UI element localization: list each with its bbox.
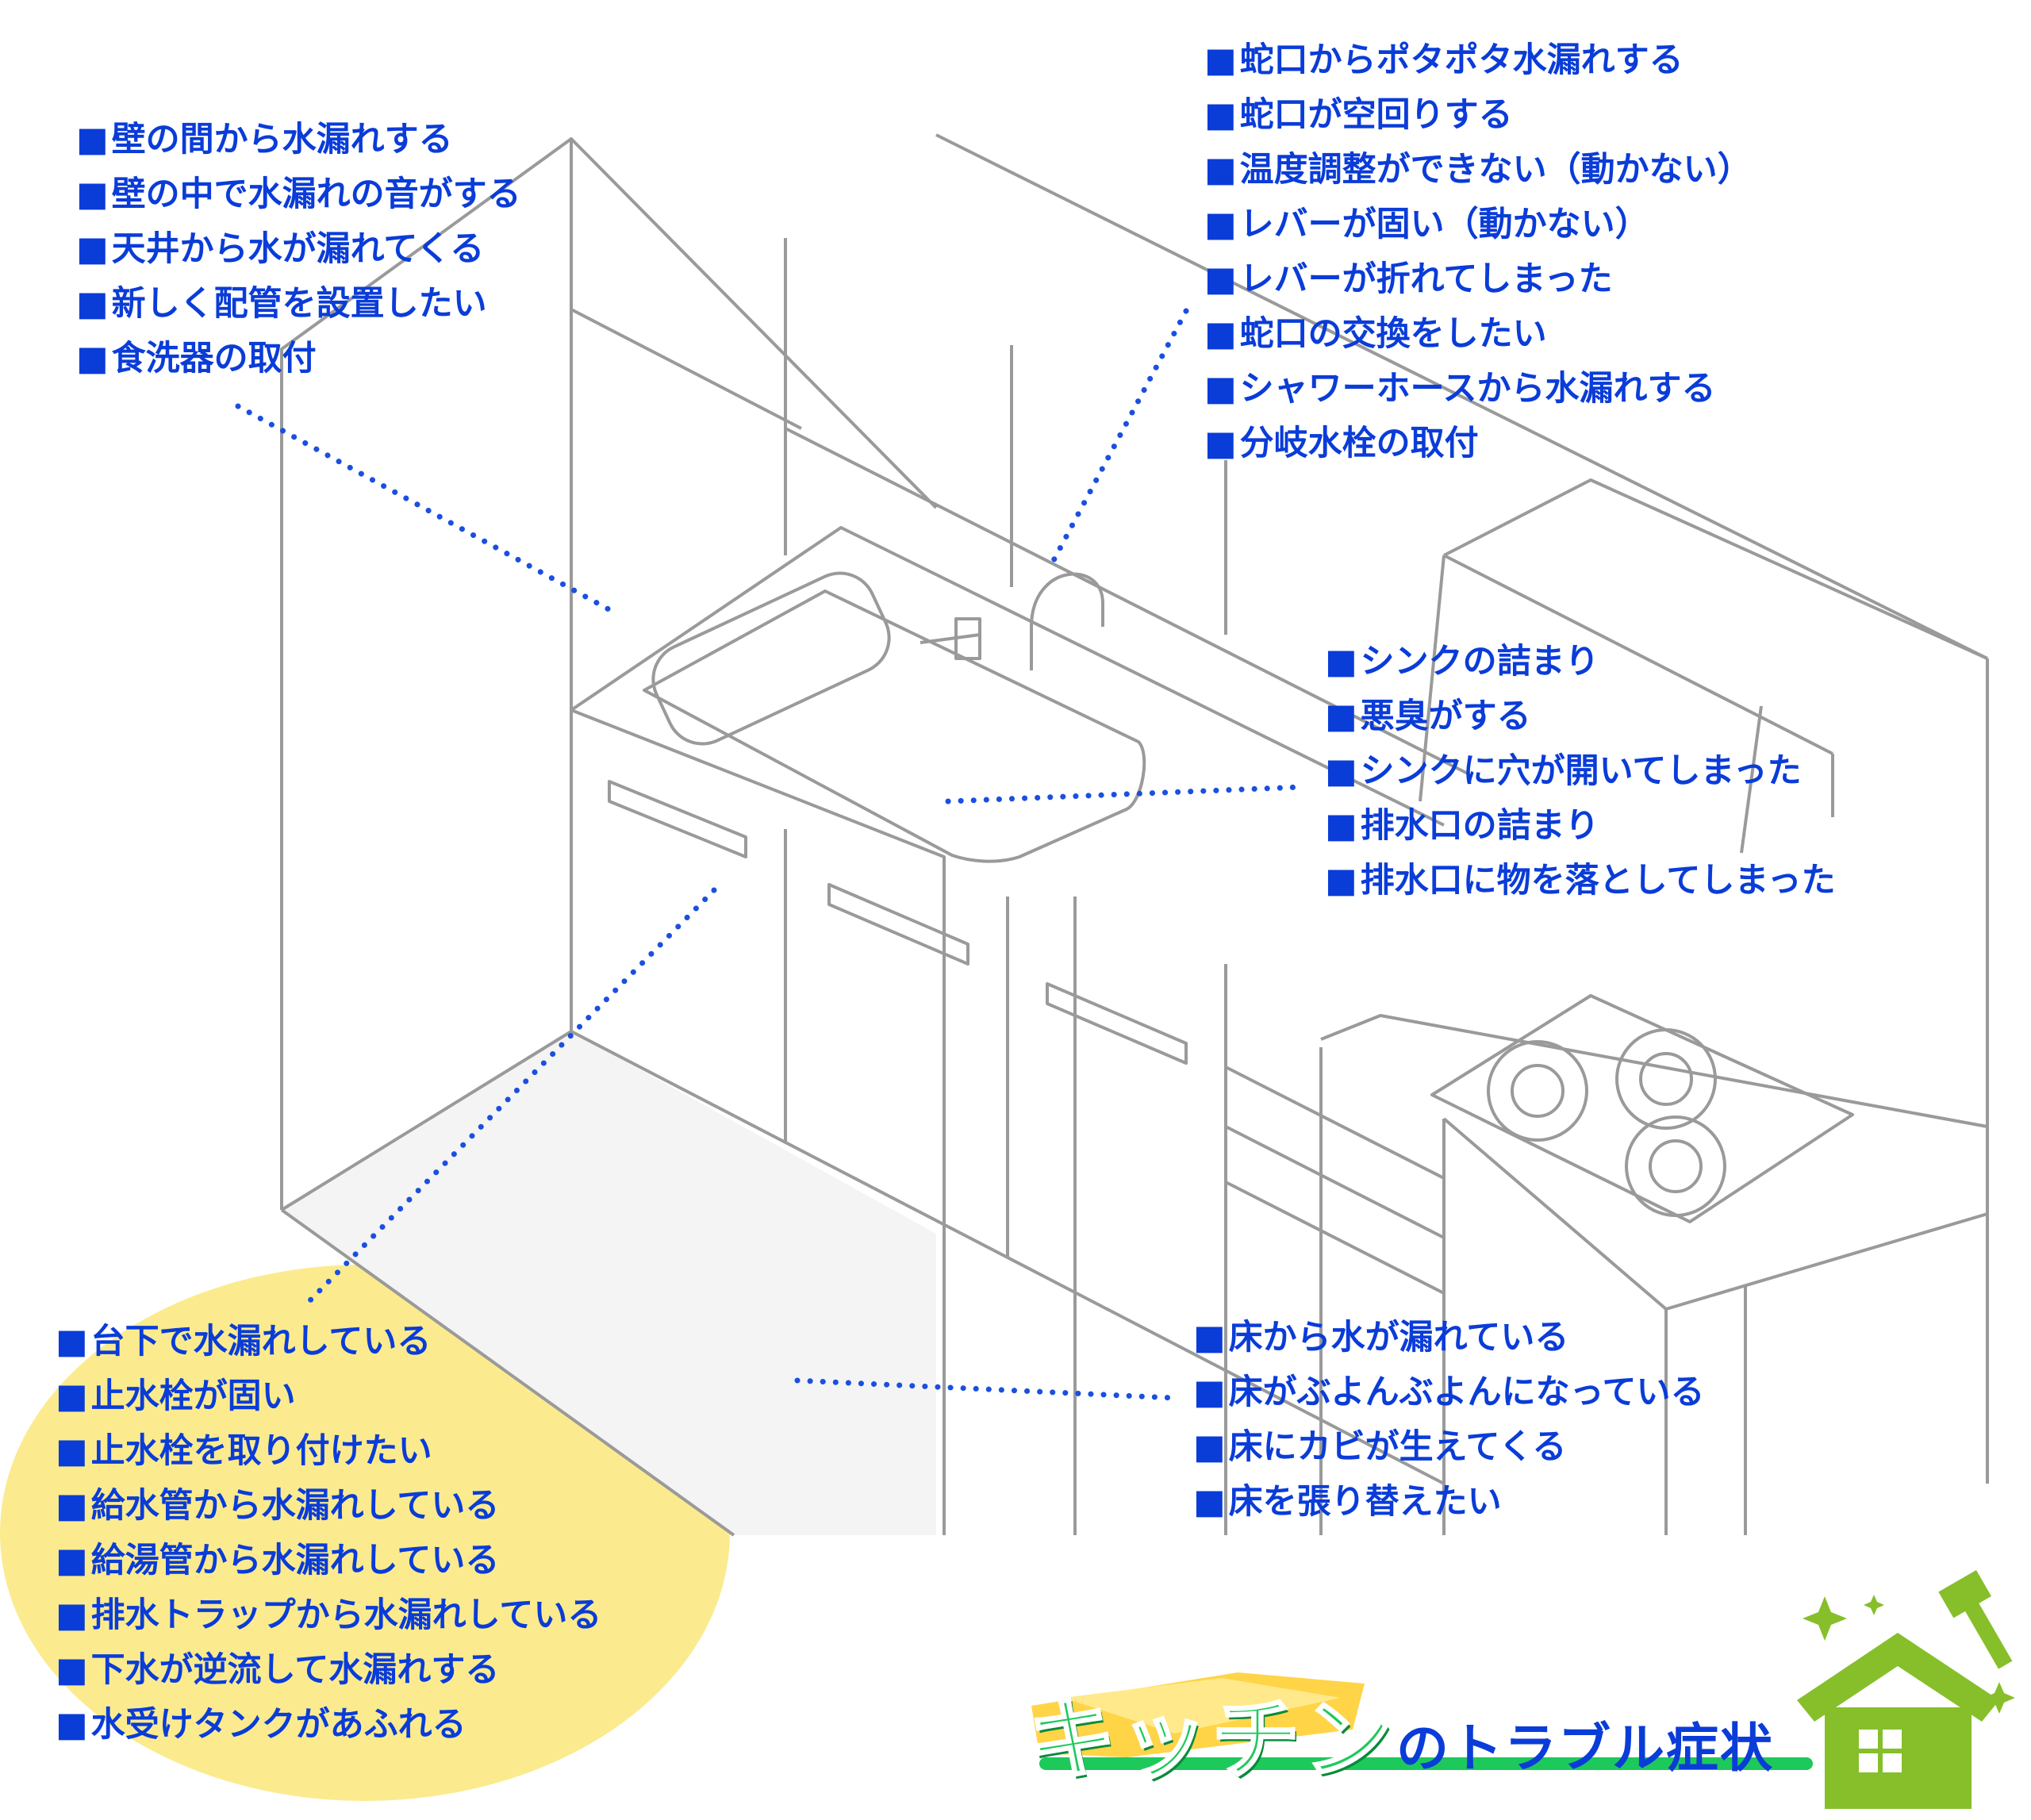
list-item: 壁の中で水漏れの音がする [76, 167, 521, 222]
title-sub: のトラブル症状 [1396, 1718, 1774, 1779]
list-item: 床がぶよんぶよんになっている [1193, 1365, 1705, 1420]
list-item: 給湯管から水漏れしている [56, 1534, 601, 1588]
list-item: 悪臭がする [1325, 689, 1836, 744]
list-item: 蛇口からポタポタ水漏れする [1204, 33, 1752, 88]
list-item: 蛇口が空回りする [1204, 88, 1752, 143]
list-item: 蛇口の交換をしたい [1204, 307, 1752, 362]
list-item: 排水トラップから水漏れしている [56, 1588, 602, 1643]
wall-symptoms-list: 壁の間から水漏れする 壁の中で水漏れの音がする 天井から水が漏れてくる 新しく配… [76, 113, 521, 386]
sink-symptoms-list: シンクの詰まり 悪臭がする シンクに穴が開いてしまった 排水口の詰まり 排水口に… [1325, 635, 1836, 908]
list-item: 給水管から水漏れしている [56, 1479, 601, 1534]
list-item: 下水が逆流して水漏れする [56, 1643, 601, 1698]
list-item: 排水口に物を落としてしまった [1325, 854, 1836, 908]
title-decoration [1031, 1672, 1813, 1770]
list-item: 分岐水栓の取付 [1204, 417, 1752, 471]
list-item: 床を張り替えたい [1193, 1475, 1705, 1530]
list-item: 台下で水漏れしている [56, 1315, 601, 1369]
sparkle-icon [1803, 1595, 2015, 1714]
title-block: キッチン のトラブル症状 [1023, 1642, 1801, 1801]
list-item: シャワーホースから水漏れする [1204, 362, 1752, 417]
list-item: 排水口の詰まり [1325, 799, 1836, 854]
list-item: シンクの詰まり [1325, 635, 1836, 689]
list-item: 食洗器の取付 [76, 332, 521, 386]
leader-lines [235, 308, 1304, 1401]
faucet-symptoms-list: 蛇口からポタポタ水漏れする 蛇口が空回りする 温度調整ができない（動かない） レ… [1204, 33, 1752, 471]
list-item: 止水栓が固い [56, 1369, 601, 1424]
list-item: 水受けタンクがあふれる [56, 1698, 601, 1753]
list-item: 止水栓を取り付けたい [56, 1424, 601, 1479]
floor-area [282, 1031, 936, 1535]
floor-symptoms-list: 床から水が漏れている 床がぶよんぶよんになっている 床にカビが生えてくる 床を張… [1193, 1311, 1705, 1530]
title-main: キッチン [1027, 1688, 1396, 1793]
list-item: 床にカビが生えてくる [1193, 1420, 1705, 1475]
house-icon [1797, 1633, 1999, 1809]
list-item: レバーが固い（動かない） [1204, 198, 1752, 252]
list-item: 温度調整ができない（動かない） [1204, 143, 1752, 198]
list-item: 新しく配管を設置したい [76, 277, 521, 332]
list-item: 壁の間から水漏れする [76, 113, 521, 167]
hammer-icon [1938, 1570, 2013, 1669]
list-item: 床から水が漏れている [1193, 1311, 1705, 1365]
under-counter-symptoms-list: 台下で水漏れしている 止水栓が固い 止水栓を取り付けたい 給水管から水漏れしてい… [56, 1315, 602, 1753]
list-item: 天井から水が漏れてくる [76, 222, 521, 277]
list-item: レバーが折れてしまった [1204, 252, 1752, 307]
list-item: シンクに穴が開いてしまった [1325, 744, 1836, 799]
